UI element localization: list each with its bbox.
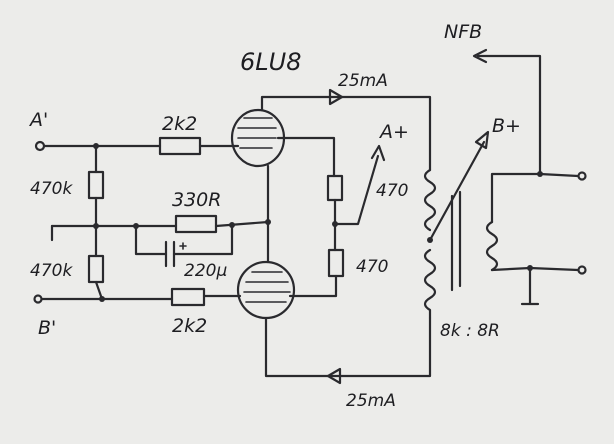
transformer-core xyxy=(450,190,462,292)
arrow-nfb xyxy=(472,48,488,64)
transformer-primary-bottom xyxy=(423,248,437,320)
wire-out-top xyxy=(538,172,580,178)
arrow-current-top xyxy=(328,88,344,106)
capacitor-label: 220µ xyxy=(184,261,227,281)
wire-out-bottom xyxy=(528,266,580,272)
wire-sec-top xyxy=(490,172,542,224)
resistor-label-grid-top: 2k2 xyxy=(162,113,197,135)
resistor-bias-top xyxy=(87,170,105,200)
wire-bias-bottom xyxy=(94,280,104,301)
resistor-bias-bottom xyxy=(87,254,105,284)
tube-electrodes-top xyxy=(237,127,277,149)
wire-a-plus xyxy=(333,154,380,226)
wire-cap-left xyxy=(134,224,168,256)
resistor-label-load-bottom: 470 xyxy=(356,257,388,277)
wire-cap-right xyxy=(172,223,234,256)
tube-electrodes-bottom xyxy=(243,281,291,303)
output-terminal-bottom xyxy=(577,265,587,275)
wire-b-plus xyxy=(428,140,486,242)
wire-sec-bottom xyxy=(490,266,532,272)
tube-label: 6LU8 xyxy=(240,48,301,76)
resistor-label-bias-bottom: 470k xyxy=(30,261,73,281)
tube-envelope-bottom xyxy=(236,260,296,320)
resistor-grid-bottom xyxy=(170,287,206,307)
feedback-label: NFB xyxy=(444,21,482,43)
resistor-load-bottom xyxy=(327,248,345,278)
transformer-primary-top xyxy=(423,168,437,232)
wire-nfb xyxy=(476,54,542,176)
input-label-b: B' xyxy=(38,317,56,339)
resistor-label-load-top: 470 xyxy=(376,181,408,201)
wire-plate-bottom xyxy=(264,316,432,378)
wire-plate-top xyxy=(260,95,432,172)
transformer-secondary xyxy=(485,220,499,272)
supply-label-b-plus: B+ xyxy=(492,115,521,137)
junction xyxy=(93,143,99,149)
supply-label-a-plus: A+ xyxy=(378,121,409,143)
capacitor-plus-mark xyxy=(179,242,187,250)
output-terminal-top xyxy=(577,171,587,181)
junction xyxy=(99,296,105,302)
transformer-label: 8k : 8R xyxy=(440,321,500,341)
input-terminal-b xyxy=(33,294,43,304)
arrow-current-bottom xyxy=(326,367,342,385)
input-terminal-a xyxy=(34,140,46,152)
resistor-load-top xyxy=(326,174,344,202)
arrow-b-plus xyxy=(474,130,490,150)
wire-load-bottom xyxy=(288,274,338,298)
capacitor-cathode xyxy=(164,240,176,268)
current-label-top: 25mA xyxy=(338,71,388,91)
resistor-label-cathode: 330R xyxy=(172,189,221,211)
resistor-label-bias-top: 470k xyxy=(30,179,73,199)
ground-output xyxy=(520,266,540,306)
input-label-a: A' xyxy=(28,109,48,131)
wire-load-top xyxy=(276,136,336,178)
resistor-grid-top xyxy=(158,136,202,156)
resistor-cathode xyxy=(174,214,218,234)
wire-cathode-b xyxy=(214,220,270,228)
current-label-bottom: 25mA xyxy=(346,391,396,411)
arrow-a-plus xyxy=(370,144,386,162)
resistor-label-grid-bottom: 2k2 xyxy=(172,315,207,337)
